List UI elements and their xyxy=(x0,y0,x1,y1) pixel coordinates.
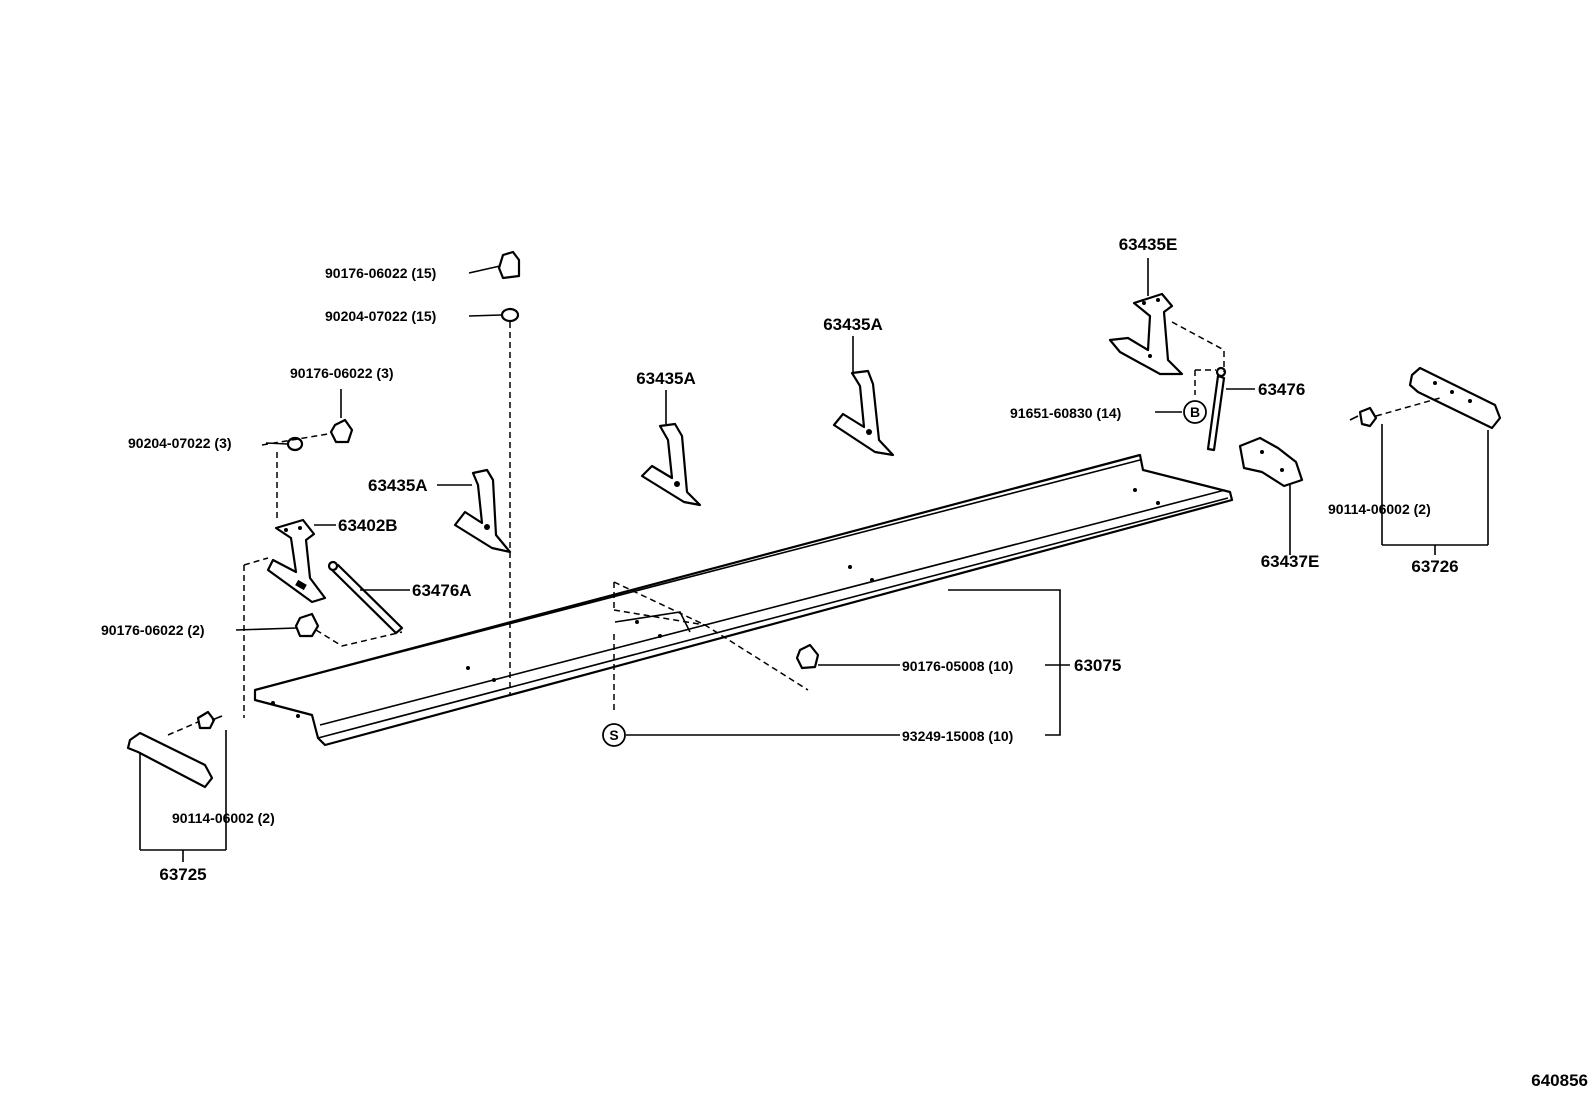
label-63435A-top: 63435A xyxy=(823,315,883,334)
step-pad-63726 xyxy=(1408,366,1502,430)
marker-b: B xyxy=(1183,400,1207,424)
label-63435A-mid: 63435A xyxy=(636,369,696,388)
label-63725: 63725 xyxy=(159,865,206,884)
label-90176-06022-3: 90176-06022 (3) xyxy=(290,365,394,381)
figure-id: 640856 xyxy=(1531,1071,1588,1090)
bracket-63402B xyxy=(266,518,327,604)
leader-lines xyxy=(139,258,1489,862)
nut-90176-05008-10-icon xyxy=(795,643,820,670)
nut-90176-06022-15-icon xyxy=(497,250,521,280)
svg-text:B: B xyxy=(1190,404,1200,420)
nut-90176-06022-3-icon xyxy=(329,418,354,444)
bracket-63435A-1 xyxy=(453,468,512,554)
running-board-63075 xyxy=(253,453,1234,747)
bracket-63437E xyxy=(1238,436,1304,488)
stay-63476A xyxy=(327,560,404,635)
svg-text:S: S xyxy=(609,727,618,743)
label-63402B: 63402B xyxy=(338,516,398,535)
label-63437E: 63437E xyxy=(1261,552,1320,571)
label-90204-07022-3: 90204-07022 (3) xyxy=(128,435,232,451)
bracket-63435A-3 xyxy=(832,369,895,457)
label-63476A: 63476A xyxy=(412,581,472,600)
label-90176-05008-10: 90176-05008 (10) xyxy=(902,658,1013,674)
washer-90204-07022-15-icon xyxy=(500,307,520,323)
label-90114-06002-left: 90114-06002 (2) xyxy=(172,810,275,826)
label-63726: 63726 xyxy=(1411,557,1458,576)
assembly-dashed-lines xyxy=(167,321,1441,736)
label-63435E: 63435E xyxy=(1119,235,1178,254)
screw-90114-06002-right-icon xyxy=(1349,406,1378,428)
label-90204-07022-15: 90204-07022 (15) xyxy=(325,308,436,324)
label-91651-60830-14: 91651-60830 (14) xyxy=(1010,405,1121,421)
label-90114-06002-right: 90114-06002 (2) xyxy=(1328,501,1431,517)
bracket-63435E xyxy=(1108,292,1184,376)
stay-63476 xyxy=(1206,366,1227,452)
screw-90114-06002-left-icon xyxy=(196,710,223,730)
label-93249-15008-10: 93249-15008 (10) xyxy=(902,728,1013,744)
label-63075: 63075 xyxy=(1074,656,1121,675)
label-90176-06022-2: 90176-06022 (2) xyxy=(101,622,205,638)
nut-90176-06022-2-icon xyxy=(294,612,320,638)
label-63435A-left: 63435A xyxy=(368,476,428,495)
label-90176-06022-15: 90176-06022 (15) xyxy=(325,265,436,281)
bracket-63435A-2 xyxy=(640,422,702,507)
label-63476: 63476 xyxy=(1258,380,1305,399)
marker-s: S xyxy=(602,723,626,747)
step-pad-63725 xyxy=(126,731,214,789)
